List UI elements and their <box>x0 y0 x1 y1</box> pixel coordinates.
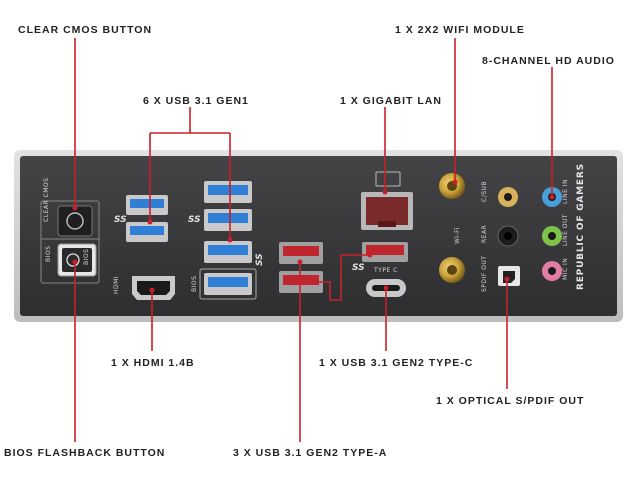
callout-optical-spdif: 1 X OPTICAL S/PDIF OUT <box>436 395 585 407</box>
rear-label: REAR <box>481 225 488 243</box>
usb-gen1-tongue-2 <box>130 226 164 235</box>
callout-wifi-module: 1 X 2X2 WIFI MODULE <box>395 24 525 36</box>
bios-zone-label: BIOS <box>45 246 52 262</box>
type-c-label: TYPE C <box>373 267 398 274</box>
usb-gen2-tongue-1 <box>283 246 319 256</box>
bios-flashback-button-face <box>62 248 92 272</box>
lan-port-latch <box>378 221 396 227</box>
usb-gen2-tongue-3 <box>366 245 404 255</box>
mic-in-label: MIC IN <box>562 258 569 280</box>
audio-mic-in-hole <box>548 267 556 275</box>
callout-hdmi: 1 X HDMI 1.4B <box>111 357 195 369</box>
ss-logo-gen1-left: SS <box>114 215 127 225</box>
spdif-label: SPDIF OUT <box>481 256 488 292</box>
ss-logo-typec: SS <box>352 263 365 273</box>
bios-usb-label: BIOS <box>191 276 198 292</box>
usb-gen2-tongue-2 <box>283 275 319 285</box>
clear-cmos-label: CLEAR CMOS <box>43 178 50 222</box>
audio-line-out-hole <box>548 232 556 240</box>
usb-gen1-tongue-3 <box>208 185 248 195</box>
line-out-label: LINE OUT <box>562 214 569 246</box>
usb-gen1-tongue-4 <box>208 213 248 223</box>
usb-gen1-tongue-5 <box>208 245 248 255</box>
line-in-label: LINE IN <box>562 179 569 204</box>
bios-button-label: BIOS <box>83 249 90 265</box>
usb-gen1-bios-tongue <box>208 277 248 287</box>
line-gen2-type-a-branch <box>300 254 370 301</box>
callout-gigabit-lan: 1 X GIGABIT LAN <box>340 95 442 107</box>
audio-rear-hole <box>504 232 512 240</box>
rog-brand-text: REPUBLIC OF GAMERS <box>576 163 586 290</box>
callout-usb31-gen1: 6 X USB 3.1 GEN1 <box>143 95 249 107</box>
wifi-label: Wi-Fi <box>454 227 461 244</box>
callout-dots <box>72 179 555 293</box>
csub-label: C/SUB <box>481 181 488 202</box>
ss-logo-gen2: SS <box>255 253 265 266</box>
callout-type-c: 1 X USB 3.1 GEN2 TYPE-C <box>319 357 474 369</box>
callout-gen2-type-a: 3 X USB 3.1 GEN2 TYPE-A <box>233 447 388 459</box>
lan-port-jack <box>366 197 408 225</box>
usb-gen1-tongue-1 <box>130 199 164 208</box>
bios-flashback-icon <box>66 253 80 267</box>
ss-logo-gen1-right: SS <box>188 215 201 225</box>
wifi-antenna-pin-2 <box>447 265 457 275</box>
callout-lines <box>74 38 553 442</box>
callout-bios-flashback: BIOS FLASHBACK BUTTON <box>4 447 166 459</box>
callout-clear-cmos: CLEAR CMOS BUTTON <box>18 24 153 36</box>
hdmi-label: HDMI <box>113 276 120 294</box>
callout-hd-audio: 8-CHANNEL HD AUDIO <box>482 55 615 67</box>
bios-usb-outline <box>199 268 257 300</box>
lan-network-icon <box>375 171 401 187</box>
button-zone-outline <box>40 200 100 284</box>
audio-csub-hole <box>504 193 512 201</box>
clear-cmos-refresh-icon <box>66 212 84 230</box>
